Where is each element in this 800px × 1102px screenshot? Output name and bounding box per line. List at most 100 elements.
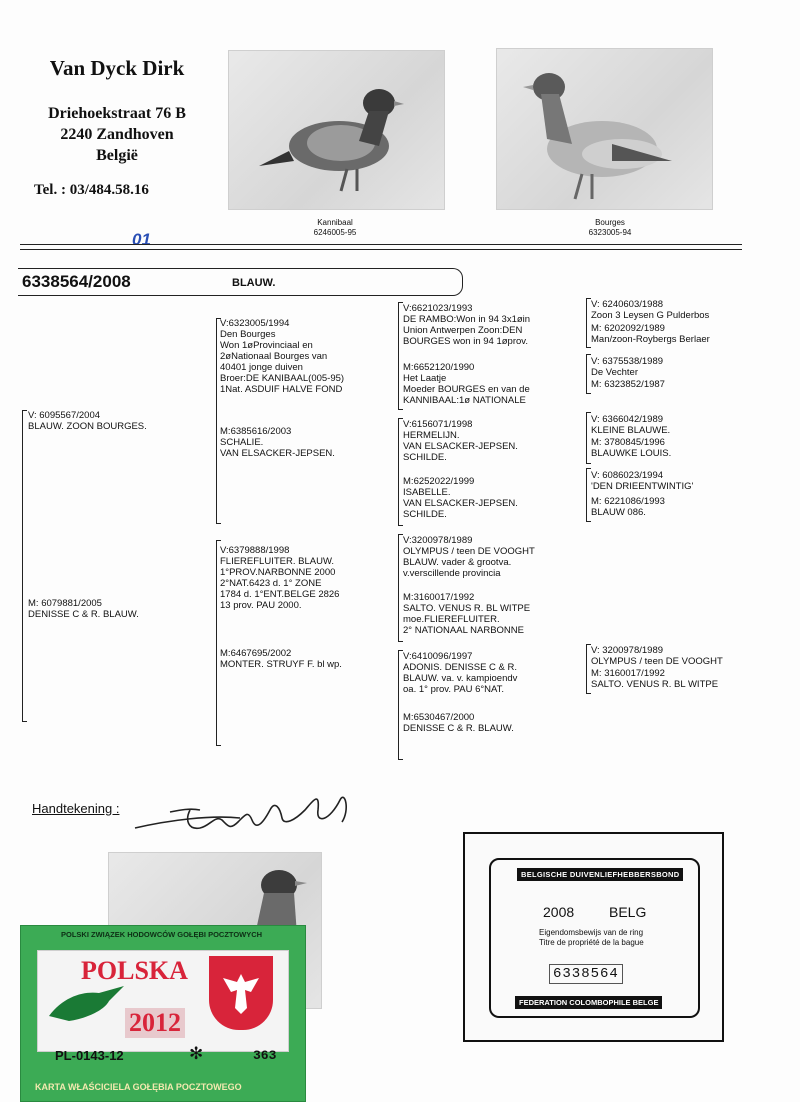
certificate-fed: FEDERATION COLOMBOPHILE BELGE — [515, 996, 663, 1009]
pedigree-text: 6079881/2005 DENISSE C & R. BLAUW. — [28, 598, 139, 620]
polish-card-code: PL-0143-12 — [55, 1048, 124, 1063]
certificate-inner-frame — [489, 858, 700, 1018]
prefix: M: — [591, 668, 602, 679]
prefix: M: — [591, 437, 602, 448]
prefix: M: — [403, 592, 414, 603]
owner-phone: Tel. : 03/484.58.16 — [34, 182, 149, 198]
subject-box — [18, 268, 463, 296]
prefix: M: — [403, 476, 414, 487]
pedigree-text: 6375538/1989 De Vechter — [591, 356, 664, 378]
pedigree-text: 6156071/1998 HERMELIJN. VAN ELSACKER-JEP… — [403, 419, 518, 463]
prefix: V: — [591, 645, 600, 656]
owner-street: Driehoekstraat 76 B — [48, 105, 186, 122]
certificate-org: BELGISCHE DUIVENLIEFHEBBERSBOND — [517, 868, 684, 881]
certificate-line1: Eigendomsbewijs van de ring — [539, 928, 644, 937]
ring-certificate: BELGISCHE DUIVENLIEFHEBBERSBOND 2008 BEL… — [463, 832, 724, 1042]
gen3-2: M:6652120/1990 Het Laatje Moeder BOURGES… — [403, 362, 530, 406]
prefix: V: — [403, 535, 412, 546]
gen4-bracket-3 — [586, 412, 591, 464]
photo2-ring: 6323005-94 — [588, 228, 632, 237]
pedigree-text: 3200978/1989 OLYMPUS / teen DE VOOGHT — [591, 645, 723, 667]
gen4-3: V: 6375538/1989 De Vechter — [591, 356, 663, 378]
owner-city: 2240 Zandhoven — [60, 126, 174, 143]
pedigree-text: 3780845/1996 BLAUWKE LOUIS. — [591, 437, 672, 459]
gen3-bracket-3 — [398, 534, 403, 642]
certificate-year: 2008 — [543, 904, 575, 920]
header-divider — [20, 244, 742, 250]
gen3-bracket-1 — [398, 302, 403, 410]
gen4-5: V: 6366042/1989 KLEINE BLAUWE. — [591, 414, 670, 436]
pedigree-text: 3160017/1992 SALTO. VENUS R. BL WITPE mo… — [403, 592, 531, 636]
prefix: V: — [403, 651, 412, 662]
gen1-mother: M: 6079881/2005 DENISSE C & R. BLAUW. — [28, 598, 139, 620]
gen4-2: M: 6202092/1989 Man/zoon-Roybergs Berlae… — [591, 323, 710, 345]
prefix: V: — [220, 545, 229, 556]
polish-card-arc-text: POLSKI ZWIĄZEK HODOWCÓW GOŁĘBI POCZTOWYC… — [61, 930, 263, 939]
gen2-m2: M:6467695/2002 MONTER. STRUYF F. bl wp. — [220, 648, 342, 670]
gen2-bracket-bottom — [216, 540, 221, 746]
polish-card-number: 363 — [253, 1048, 277, 1063]
prefix: V: — [403, 303, 412, 314]
photo2-caption: Bourges 6323005-94 — [570, 218, 650, 238]
prefix: M: — [591, 323, 602, 334]
gen2-bracket-top — [216, 318, 221, 524]
prefix: V: — [591, 414, 600, 425]
prefix: M: — [28, 598, 39, 609]
signature-image — [134, 796, 347, 830]
pigeon-image — [523, 73, 672, 200]
pedigree-text: 6385616/2003 SCHALIE. VAN ELSACKER-JEPSE… — [220, 426, 335, 459]
pedigree-text: 6379888/1998 FLIEREFLUITER. BLAUW. 1°PRO… — [220, 545, 340, 611]
pedigree-text: 6621023/1993 DE RAMBO:Won in 94 3x1øin U… — [403, 303, 531, 347]
gen1-bracket — [22, 410, 27, 722]
pigeon-image — [259, 89, 404, 192]
subject-ring: 6338564/2008 — [22, 272, 131, 291]
gen4-8: M: 6221086/1993 BLAUW 086. — [591, 496, 665, 518]
prefix: M: — [220, 426, 231, 437]
pedigree-text: 6095567/2004 BLAUW. ZOON BOURGES. — [28, 410, 147, 432]
owner-country: België — [96, 147, 138, 164]
photo1-ring: 6246005-95 — [313, 228, 357, 237]
polish-card-bottom: KARTA WŁAŚCICIELA GOŁĘBIA POCZTOWEGO — [35, 1082, 242, 1092]
gen4-7: V: 6086023/1994 'DEN DRIEENTWINTIG' — [591, 470, 693, 492]
prefix: M: — [403, 712, 414, 723]
gen1-father: V: 6095567/2004 BLAUW. ZOON BOURGES. — [28, 410, 147, 432]
pedigree-text: 6652120/1990 Het Laatje Moeder BOURGES e… — [403, 362, 530, 406]
gen4-1: V: 6240603/1988 Zoon 3 Leysen G Pulderbo… — [591, 299, 709, 321]
gen2-v1: V:6323005/1994 Den Bourges Won 1øProvinc… — [220, 318, 344, 395]
gen4-6: M: 3780845/1996 BLAUWKE LOUIS. — [591, 437, 671, 459]
gen2-v2: V:6379888/1998 FLIEREFLUITER. BLAUW. 1°P… — [220, 545, 339, 611]
gen4-bracket-1 — [586, 298, 591, 348]
gen3-bracket-2 — [398, 418, 403, 526]
gen2-m1: M:6385616/2003 SCHALIE. VAN ELSACKER-JEP… — [220, 426, 335, 459]
subject-color: BLAUW. — [232, 277, 276, 289]
owner-block: Van Dyck Dirk Driehoekstraat 76 B 2240 Z… — [22, 56, 212, 199]
pedigree-text: 3160017/1992 SALTO. VENUS R. BL WITPE — [591, 668, 719, 690]
photo-kannibaal — [228, 50, 445, 210]
prefix: M: — [220, 648, 231, 659]
gen3-7: V:6410096/1997 ADONIS. DENISSE C & R. BL… — [403, 651, 517, 695]
pedigree-text: 6202092/1989 Man/zoon-Roybergs Berlaer — [591, 323, 710, 345]
eagle-emblem-icon — [209, 956, 273, 1030]
pedigree-text: 6530467/2000 DENISSE C & R. BLAUW. — [403, 712, 514, 734]
photo-bourges — [496, 48, 713, 210]
prefix: M: — [403, 362, 414, 373]
signature-label: Handtekening : — [32, 801, 120, 816]
certificate-country: BELG — [609, 904, 647, 920]
gen3-6: M:3160017/1992 SALTO. VENUS R. BL WITPE … — [403, 592, 530, 636]
pedigree-text: 6366042/1989 KLEINE BLAUWE. — [591, 414, 671, 436]
gen4-bracket-4 — [586, 468, 591, 522]
owner-name: Van Dyck Dirk — [49, 56, 185, 80]
photo1-caption: Kannibaal 6246005-95 — [300, 218, 370, 238]
polish-card-year: 2012 — [125, 1008, 185, 1038]
gen3-1: V:6621023/1993 DE RAMBO:Won in 94 3x1øin… — [403, 303, 530, 347]
pedigree-text: 6252022/1999 ISABELLE. VAN ELSACKER-JEPS… — [403, 476, 518, 520]
gen3-8: M:6530467/2000 DENISSE C & R. BLAUW. — [403, 712, 514, 734]
prefix: V: — [591, 356, 600, 367]
gen4-4: M: 6323852/1987 — [591, 379, 665, 390]
pedigree-text: 6221086/1993 BLAUW 086. — [591, 496, 665, 518]
gen3-5: V:3200978/1989 OLYMPUS / teen DE VOOGHT … — [403, 535, 535, 579]
prefix: V: — [403, 419, 412, 430]
gen4-bracket-2 — [586, 354, 591, 394]
pedigree-text: 6323852/1987 — [604, 379, 665, 390]
certificate-ring-number: 6338564 — [549, 964, 623, 984]
